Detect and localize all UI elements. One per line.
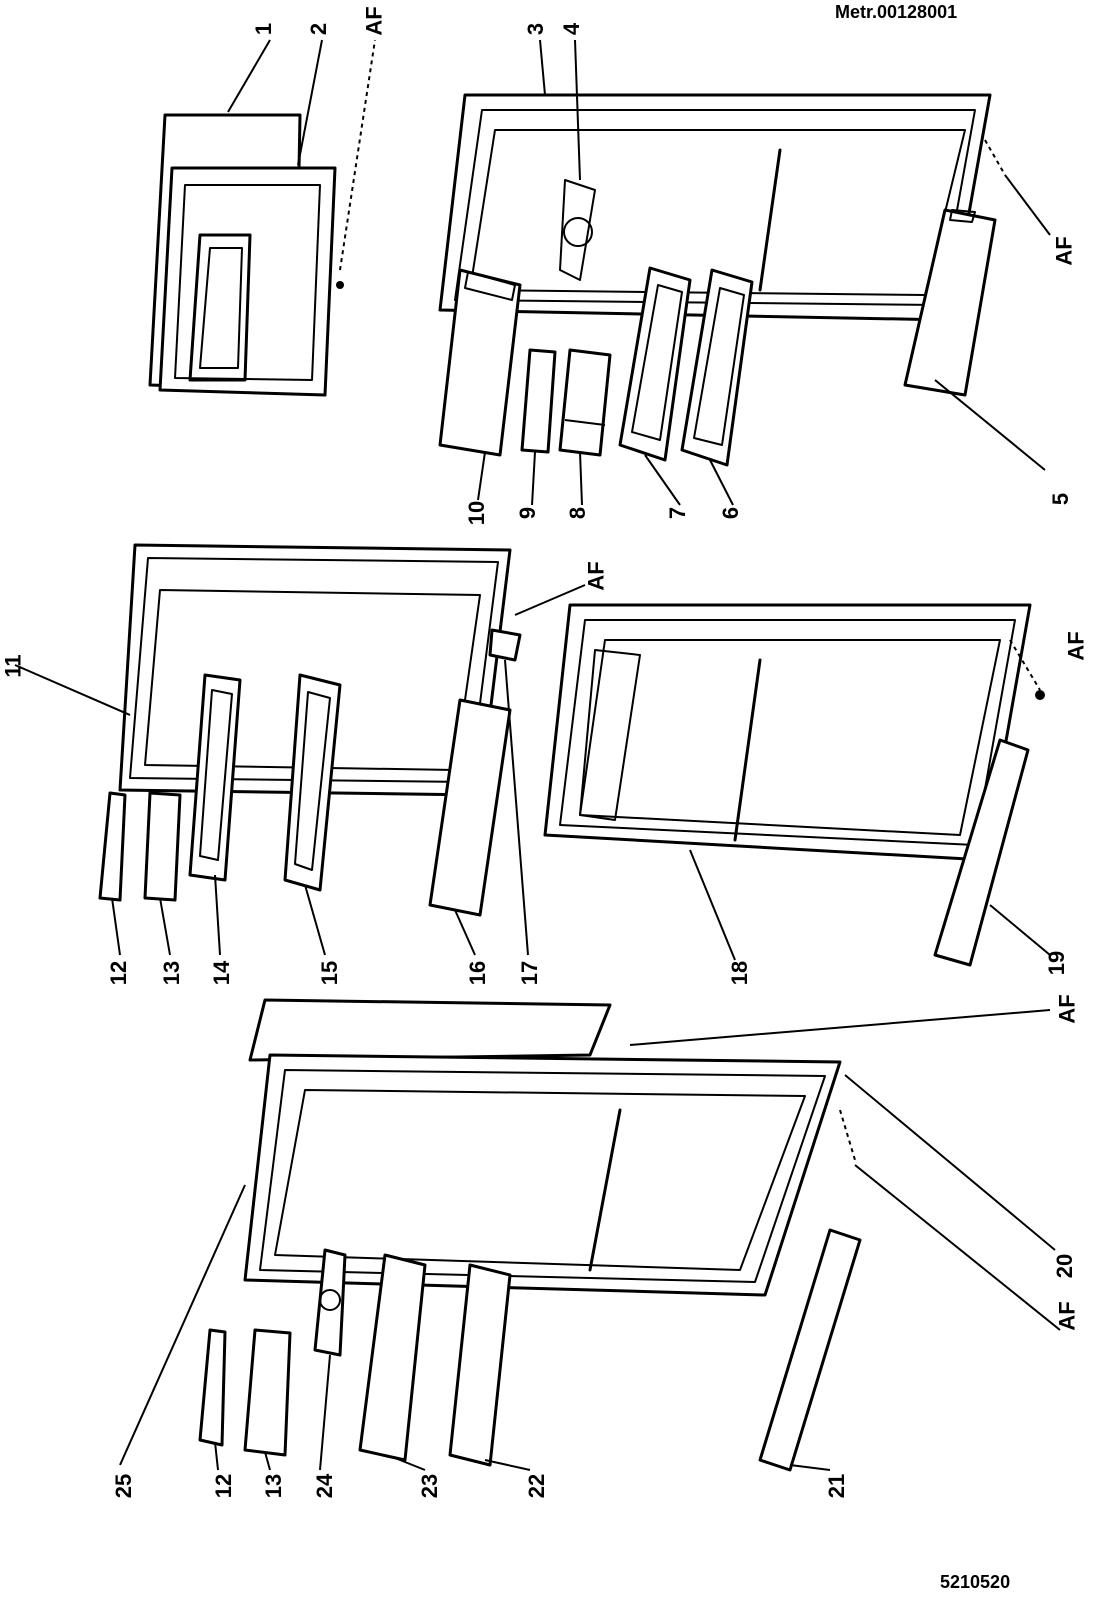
middle-right-door-group <box>543 603 1051 967</box>
label-part-21: 21 <box>824 1473 850 1499</box>
label-part-25: 25 <box>111 1473 137 1499</box>
label-part-12-mid: 12 <box>106 960 132 986</box>
label-part-1: 1 <box>251 22 277 36</box>
label-af-d: AF <box>1063 631 1089 661</box>
label-af-b: AF <box>1051 236 1077 266</box>
label-part-9: 9 <box>515 506 541 520</box>
freezer-door-panel-group <box>148 39 376 397</box>
label-part-19: 19 <box>1044 950 1070 976</box>
drawing-reference-bottom: 5210520 <box>940 1572 1011 1592</box>
label-part-3: 3 <box>523 22 549 36</box>
label-part-17: 17 <box>517 960 543 986</box>
drawing-reference-top: Metr.00128001 <box>835 2 958 22</box>
label-part-7: 7 <box>665 506 691 520</box>
label-part-5: 5 <box>1048 492 1074 506</box>
label-part-22: 22 <box>524 1473 550 1499</box>
label-part-18: 18 <box>727 960 753 986</box>
label-part-12-low: 12 <box>211 1473 237 1499</box>
upper-door-group <box>438 39 1051 506</box>
label-part-6: 6 <box>718 506 744 520</box>
label-part-13-low: 13 <box>261 1473 287 1499</box>
label-part-20: 20 <box>1052 1253 1078 1279</box>
label-part-24: 24 <box>312 1473 338 1499</box>
label-part-14: 14 <box>209 960 235 986</box>
lower-door-group <box>119 998 1061 1472</box>
label-af-f: AF <box>1054 1301 1080 1331</box>
label-part-10: 10 <box>464 500 490 526</box>
label-part-2: 2 <box>306 22 332 36</box>
label-af-a: AF <box>361 6 387 36</box>
middle-left-door-group <box>14 543 586 956</box>
label-part-4: 4 <box>559 22 585 36</box>
label-part-23: 23 <box>417 1473 443 1499</box>
label-af-c: AF <box>583 561 609 591</box>
label-part-13-mid: 13 <box>159 960 185 986</box>
label-af-e: AF <box>1054 994 1080 1024</box>
label-part-15: 15 <box>317 960 343 986</box>
label-part-16: 16 <box>465 960 491 986</box>
label-part-8: 8 <box>565 506 591 520</box>
label-part-11: 11 <box>0 654 26 678</box>
